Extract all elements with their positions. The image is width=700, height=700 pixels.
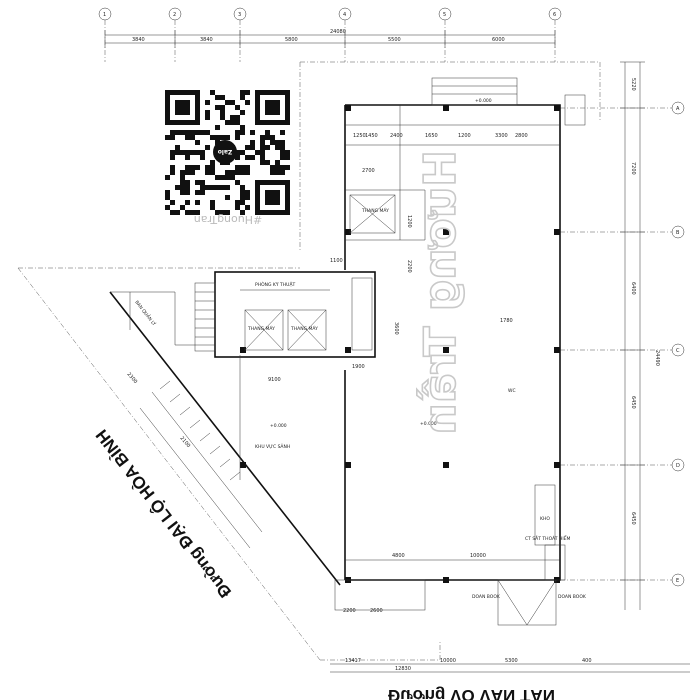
tech-room-label: PHÒNG KỸ THUẬT <box>255 281 296 288</box>
top-axis-bubbles: 1 2 3 4 5 6 <box>98 7 562 62</box>
zalo-badge <box>213 140 237 164</box>
watermark-text: Hương Trần <box>415 150 466 434</box>
axis-label: 1 <box>103 12 106 18</box>
interior-dim: 1780 <box>500 318 513 324</box>
site-boundary <box>17 61 601 661</box>
interior-dim: 1200 <box>458 133 471 139</box>
right-dimension-chain: 24490 5220 7200 6400 6450 6450 <box>620 61 660 610</box>
elevator-a-label: THANG MÁY <box>247 325 275 332</box>
interior-dim: 1900 <box>352 364 365 370</box>
level-mark: +0.000 <box>420 421 437 427</box>
interior-dim: 2800 <box>515 133 528 139</box>
building-walls <box>344 77 586 581</box>
interior-dim: 3300 <box>495 133 508 139</box>
axis-label: D <box>676 463 680 469</box>
top-dim-segment: 3840 <box>200 37 213 43</box>
interior-dim: 3600 <box>393 322 399 335</box>
qr-caption: #HuongTran <box>194 213 263 226</box>
ramp-label: DOAN BOOK <box>472 594 501 600</box>
bottom-dimension-chain: 13417 12830 10000 5300 400 <box>330 658 690 673</box>
interior-dim: 1450 <box>365 133 378 139</box>
ramp-label: DOAN BOOK <box>558 594 587 600</box>
fire-stair-label: CT SẮT THOÁT HIỂM <box>525 534 570 542</box>
interior-dim: 2600 <box>370 608 383 614</box>
top-dim-segment: 3840 <box>132 37 145 43</box>
right-axis-bubbles: A B C D E <box>560 101 685 587</box>
bottom-road-label: Đường VÕ VĂN TẤN <box>388 686 555 700</box>
top-total-dimension: 24080 <box>330 29 346 35</box>
bottom-dim: 13417 <box>345 658 361 664</box>
right-total-dimension: 24490 <box>654 350 660 366</box>
core-block <box>194 194 396 358</box>
axis-label: 6 <box>553 12 556 18</box>
right-dim-segment: 7200 <box>630 162 636 175</box>
bottom-dim: 10000 <box>440 658 456 664</box>
bottom-dim: 400 <box>582 658 592 664</box>
interior-dim: 2100 <box>178 435 191 449</box>
top-dim-segment: 6000 <box>492 37 505 43</box>
bottom-dim: 5300 <box>505 658 518 664</box>
interior-dim: 2200 <box>343 608 356 614</box>
top-dim-segment: 5800 <box>285 37 298 43</box>
right-dim-segment: 5220 <box>630 78 636 91</box>
axis-label: E <box>676 578 679 584</box>
interior-dim: 1650 <box>425 133 438 139</box>
zalo-badge-text: Zalo <box>218 148 233 155</box>
interior-dim: 2300 <box>125 371 138 385</box>
interior-dim: 1250 <box>353 133 366 139</box>
wc-label: WC <box>508 388 516 394</box>
axis-label: 5 <box>443 12 446 18</box>
management-room-label: BAN QUẢN LÝ <box>133 298 158 327</box>
top-dim-segment: 5500 <box>388 37 401 43</box>
diagonal-stair <box>109 291 341 586</box>
room-labels: THANG MÁY PHÒNG KỸ THUẬT THANG MÁY THANG… <box>133 98 586 600</box>
interior-dim: 2400 <box>390 133 403 139</box>
top-dimension-chain: 24080 3840 3840 5800 5500 6000 <box>104 29 556 48</box>
interior-dim: 2200 <box>406 260 412 273</box>
right-dim-segment: 6450 <box>630 512 636 525</box>
left-road-label: Đường ĐẠI LỘ HÒA BÌNH <box>92 426 235 602</box>
interior-dim: 1100 <box>330 258 343 264</box>
right-dim-segment: 6400 <box>630 282 636 295</box>
bottom-dim: 12830 <box>395 666 411 672</box>
interior-dim: 1200 <box>406 215 412 228</box>
axis-label: B <box>676 230 680 236</box>
interior-dim: 9100 <box>268 377 281 383</box>
lobby-label: KHU VỰC SẢNH <box>255 442 290 450</box>
axis-label: C <box>676 348 680 354</box>
interior-dim: 2700 <box>362 168 375 174</box>
interior-dim: 10000 <box>470 553 486 559</box>
level-mark: +0.000 <box>475 98 492 104</box>
axis-label: 2 <box>173 12 176 18</box>
elevator-top-label: THANG MÁY <box>361 207 389 214</box>
axis-label: 3 <box>238 12 241 18</box>
interior-dim: 4800 <box>392 553 405 559</box>
right-dim-segment: 6450 <box>630 396 636 409</box>
axis-label: 4 <box>343 12 346 18</box>
bottom-ramps <box>334 484 566 626</box>
axis-label: A <box>676 106 680 112</box>
level-mark: +0.000 <box>270 423 287 429</box>
storage-label: KHO <box>540 516 550 522</box>
elevator-b-label: THANG MÁY <box>290 325 318 332</box>
